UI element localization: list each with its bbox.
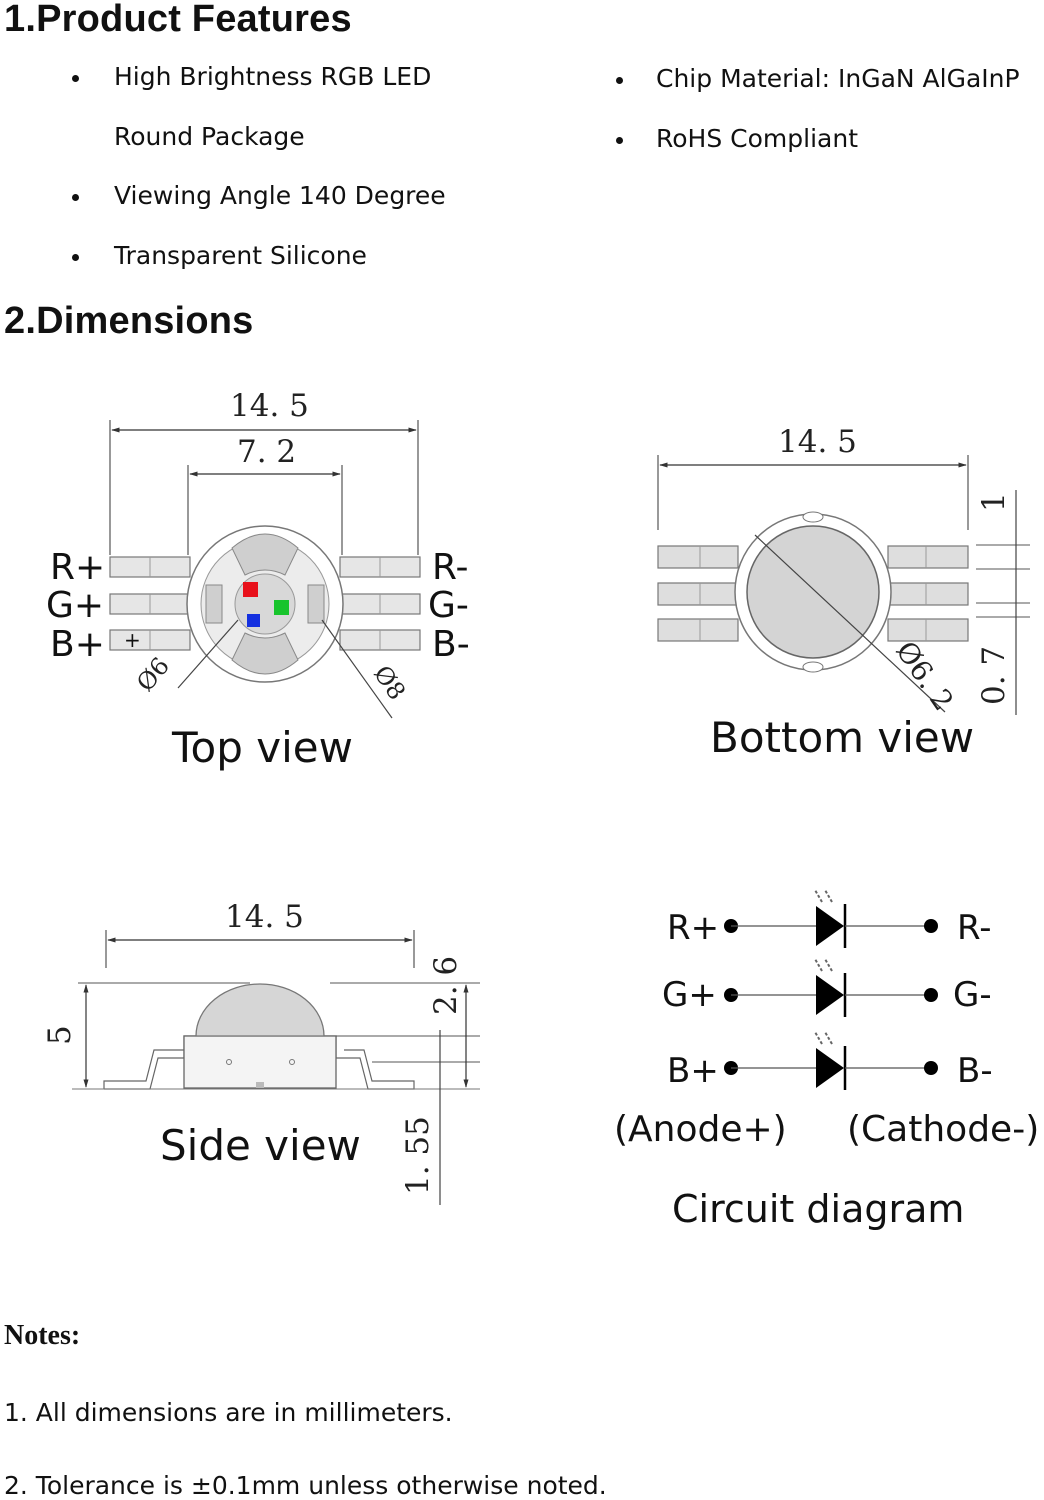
circuit-row-blue <box>724 1031 938 1090</box>
bullet-dot <box>72 194 79 201</box>
side-overall-width-label: 14. 5 <box>225 899 304 935</box>
top-pin-label-b-plus: B+ <box>50 624 105 665</box>
circuit-anode-r: R+ <box>667 908 719 948</box>
circuit-row-green <box>724 958 938 1017</box>
section-title-dimensions: 2.Dimensions <box>4 300 254 342</box>
bottom-view-title: Bottom view <box>710 713 974 762</box>
top-inner-width-label: 7. 2 <box>237 434 296 470</box>
feature-item-4: Chip Material: InGaN AlGaInP <box>656 64 1020 93</box>
bullet-dot <box>72 254 79 261</box>
bottom-view-drawing: 14. 5 1 0. 7 Ø6. 2 Bottom view <box>657 424 1030 762</box>
bottom-pitch-label: 1 <box>976 492 1012 512</box>
bullet-dot <box>616 137 623 144</box>
bottom-pad-gap-label: 0. 7 <box>976 646 1012 705</box>
bullet-dot <box>616 77 623 84</box>
side-dome-height-label: 2. 6 <box>428 956 464 1015</box>
feature-item-3: Transparent Silicone <box>114 241 367 270</box>
feature-item-5: RoHS Compliant <box>656 124 858 153</box>
feature-item-2: Viewing Angle 140 Degree <box>114 181 446 210</box>
side-view-title: Side view <box>160 1121 361 1170</box>
circuit-cathode-g: G- <box>953 975 992 1015</box>
top-diameter-outer-label: Ø8 <box>368 660 411 705</box>
note-item-2: 2. Tolerance is ±0.1mm unless otherwise … <box>4 1471 607 1500</box>
top-pin-label-r-plus: R+ <box>50 547 105 588</box>
circuit-diagram: R+ G+ B+ R- G- B- (Anode+) (Cathode-) Ci… <box>614 889 1039 1231</box>
circuit-row-red <box>724 889 938 948</box>
note-item-1: 1. All dimensions are in millimeters. <box>4 1398 453 1427</box>
top-pin-label-r-minus: R- <box>432 547 469 588</box>
circuit-anode-b: B+ <box>667 1051 719 1091</box>
circuit-anode-g: G+ <box>662 975 717 1015</box>
bottom-diameter-label: Ø6. 2 <box>889 635 960 717</box>
bottom-overall-width-label: 14. 5 <box>778 424 857 460</box>
circuit-cathode-b: B- <box>957 1051 993 1091</box>
circuit-diagram-title: Circuit diagram <box>672 1187 964 1231</box>
green-chip <box>274 600 289 615</box>
top-view-title: Top view <box>171 723 353 772</box>
top-pin-label-g-minus: G- <box>428 585 469 626</box>
circuit-cathode-r: R- <box>957 908 992 948</box>
side-base-height-label: 1. 55 <box>400 1116 436 1195</box>
top-pin-label-b-minus: B- <box>432 624 470 665</box>
top-diameter-inner-label: Ø6 <box>131 652 175 697</box>
feature-item-1: High Brightness RGB LED <box>114 62 432 91</box>
cathode-label: (Cathode-) <box>847 1109 1039 1150</box>
side-total-height-label: 5 <box>42 1025 78 1045</box>
feature-item-1-cont: Round Package <box>114 122 305 151</box>
anode-label: (Anode+) <box>614 1109 787 1150</box>
top-view-drawing: 14. 5 7. 2 R+ G+ B+ R <box>46 388 470 772</box>
bullet-dot <box>72 75 79 82</box>
notes-title: Notes: <box>4 1320 81 1351</box>
red-chip <box>243 582 258 597</box>
polarity-mark: + <box>124 628 141 652</box>
top-overall-width-label: 14. 5 <box>230 388 309 424</box>
blue-chip <box>247 614 260 627</box>
top-pin-label-g-plus: G+ <box>46 585 104 626</box>
section-title-features: 1.Product Features <box>4 0 352 40</box>
side-view-drawing: 14. 5 5 2. 6 1. 55 Side view <box>42 899 480 1205</box>
